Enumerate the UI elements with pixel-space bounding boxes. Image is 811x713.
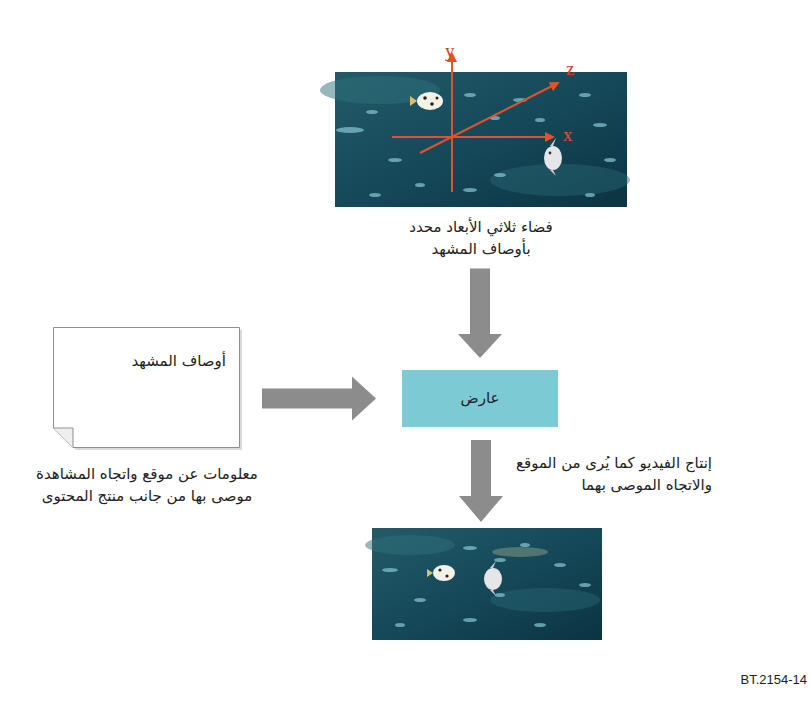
output-image	[365, 528, 602, 640]
axis-label: z	[566, 58, 574, 80]
figure-id: BT.2154-14	[741, 672, 808, 687]
axis-label: y	[445, 40, 455, 62]
document-outline	[53, 327, 240, 448]
image-caption: فضاء ثلاثي الأبعاد محدد بأوصاف المشهد	[386, 217, 576, 261]
block-arrow	[458, 269, 502, 359]
axis-label: x	[563, 124, 573, 146]
process-box: عارض	[402, 370, 558, 427]
process-label: عارض	[461, 388, 500, 410]
block-arrow	[262, 377, 376, 421]
document-title: أوصاف المشهد	[53, 327, 240, 373]
output-arrow	[459, 440, 503, 522]
underwater-image	[320, 54, 630, 207]
image-panel: فضاء ثلاثي الأبعاد محدد بأوصاف المشهد	[335, 72, 627, 261]
document-box: أوصاف المشهدمعلومات عن موقع واتجاه المشا…	[53, 327, 240, 448]
document-caption: معلومات عن موقع واتجاه المشاهدة موصى بها…	[31, 464, 263, 508]
arrow-label: إنتاج الفيديو كما يُرى من الموقع والاتجا…	[502, 453, 712, 497]
